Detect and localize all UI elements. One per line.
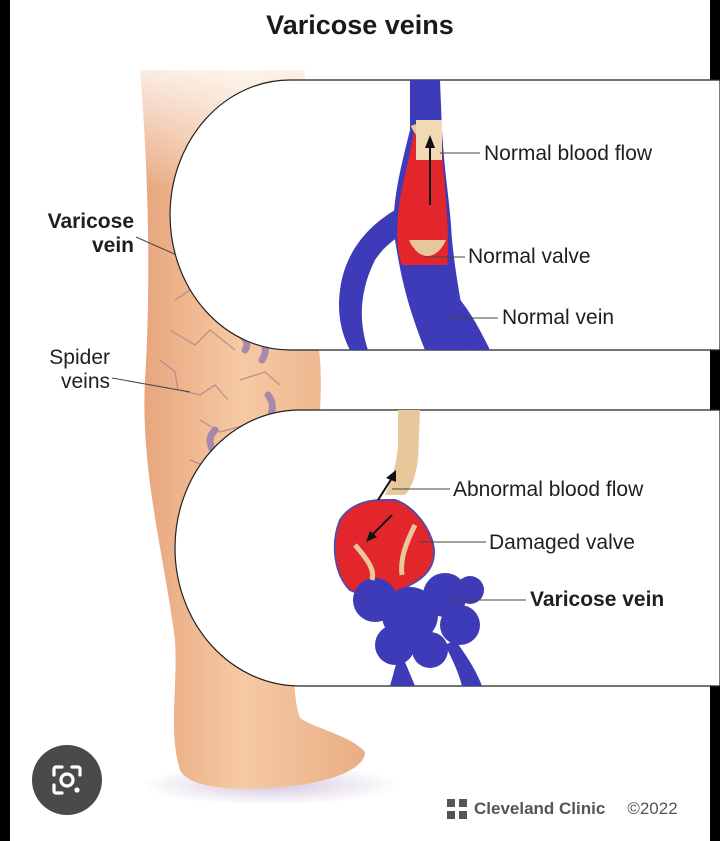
label-abnormal-blood-flow: Abnormal blood flow — [453, 478, 644, 501]
google-lens-icon[interactable] — [32, 745, 102, 815]
normal-vein-inset — [169, 79, 720, 351]
diagram-title: Varicose veins — [266, 10, 454, 40]
spider-veins-leader — [111, 377, 191, 393]
label-varicose-vein-line1: Varicose — [47, 210, 134, 233]
label-normal-vein: Normal vein — [502, 306, 615, 329]
label-varicose-vein-right: Varicose vein — [530, 588, 665, 611]
label-spider-veins-line1: Spider — [49, 346, 110, 369]
label-normal-valve: Normal valve — [468, 245, 591, 268]
varicose-vein-inset — [174, 409, 720, 687]
brand-name: Cleveland Clinic — [474, 799, 606, 818]
label-normal-blood-flow: Normal blood flow — [484, 142, 653, 165]
credit-footer: Cleveland Clinic ©2022 — [446, 798, 678, 820]
label-damaged-valve: Damaged valve — [489, 531, 635, 554]
cleveland-clinic-logo — [446, 798, 468, 820]
lens-glyph-icon — [52, 765, 82, 795]
label-varicose-vein-line2: vein — [91, 234, 134, 257]
label-spider-veins-line2: veins — [60, 370, 110, 393]
copyright: ©2022 — [627, 799, 678, 818]
